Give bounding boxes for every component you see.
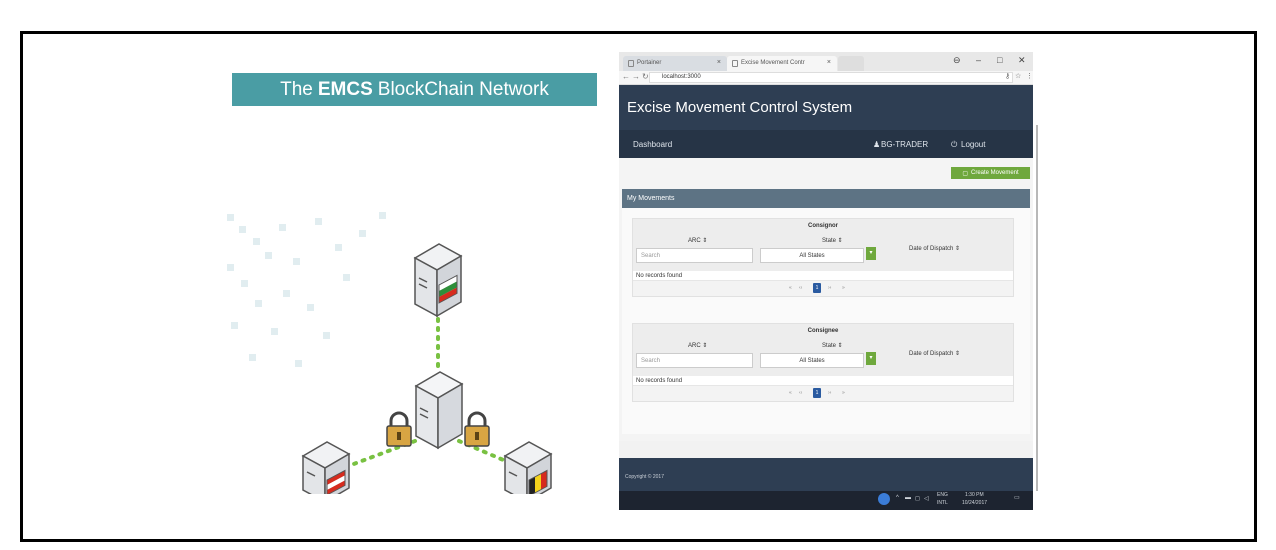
app-navbar: Dashboard ♟ BG-TRADER ⏻ Logout <box>619 130 1033 158</box>
col-state[interactable]: State ⇕ <box>822 343 843 349</box>
file-icon: ▢ <box>962 170 968 177</box>
page-1-button[interactable]: 1 <box>813 388 821 398</box>
table-header: Consignor ARC ⇕ State ⇕ Date of Dispatch… <box>633 219 1013 271</box>
chrome-taskbar-icon[interactable] <box>878 493 890 505</box>
paginator: « ‹‹ 1 ›› » <box>633 281 1013 296</box>
select-toggle-button[interactable]: ▾ <box>866 352 876 365</box>
scrollbar[interactable] <box>1036 125 1038 491</box>
col-arc[interactable]: ARC ⇕ <box>688 343 708 349</box>
page-1-button[interactable]: 1 <box>813 283 821 293</box>
create-movement-label: Create Movement <box>970 170 1019 176</box>
clock-time[interactable]: 1:30 PM <box>965 492 984 498</box>
tab-portainer[interactable]: Portainer × <box>623 56 727 71</box>
tab-close-icon[interactable]: × <box>716 59 721 66</box>
maximize-button[interactable]: □ <box>997 55 1003 65</box>
consignee-table: Consignee ARC ⇕ State ⇕ Date of Dispatch… <box>632 323 1014 402</box>
tab-label: Portainer <box>637 60 662 66</box>
first-page-button[interactable]: « <box>789 390 792 396</box>
close-window-button[interactable]: ✕ <box>1018 55 1026 65</box>
lang-indicator[interactable]: ENG <box>937 492 948 498</box>
app-footer: Copyright © 2017 <box>619 458 1033 491</box>
page-icon <box>732 60 738 67</box>
forward-icon[interactable]: → <box>632 72 640 81</box>
arc-search-input[interactable]: Search <box>636 353 753 368</box>
main-content: ▢ Create Movement My Movements Consignor… <box>619 158 1033 441</box>
col-date[interactable]: Date of Dispatch ⇕ <box>909 246 961 252</box>
nav-dashboard[interactable]: Dashboard <box>633 140 673 149</box>
copyright-text: Copyright © 2017 <box>625 474 664 480</box>
address-text: localhost:3000 <box>662 74 701 80</box>
select-toggle-button[interactable]: ▾ <box>866 247 876 260</box>
state-select[interactable]: All States <box>760 248 864 263</box>
empty-message: No records found <box>633 271 1013 281</box>
account-icon[interactable]: ⊖ <box>953 55 961 65</box>
browser-window: Portainer × Excise Movement Contr × ⊖ – … <box>619 52 1033 510</box>
address-bar[interactable]: localhost:3000 <box>649 72 1013 83</box>
app-title: Excise Movement Control System <box>627 99 853 116</box>
display-icon[interactable]: ◻ <box>915 496 920 502</box>
col-arc[interactable]: ARC ⇕ <box>688 238 708 244</box>
taskbar: ^ ▬ ◻ ◁ ENG INTL 1:30 PM 10/24/2017 ▭ <box>619 491 1033 510</box>
notifications-icon[interactable]: ▭ <box>1014 495 1020 501</box>
nav-logout[interactable]: Logout <box>961 140 986 149</box>
slide-title-pre: The <box>280 78 313 100</box>
table-header: Consignee ARC ⇕ State ⇕ Date of Dispatch… <box>633 324 1013 376</box>
video-frame: The EMCS BlockChain Network <box>20 31 1257 542</box>
tab-excise[interactable]: Excise Movement Contr × <box>727 56 837 71</box>
slide-title: The EMCS BlockChain Network <box>232 73 597 106</box>
lang-indicator-2[interactable]: INTL <box>937 500 948 506</box>
address-row: ← → ↻ localhost:3000 ⚷ ☆ ⋮ <box>619 71 1033 85</box>
star-icon[interactable]: ☆ <box>1015 73 1022 80</box>
server-be-icon <box>503 441 553 494</box>
col-date[interactable]: Date of Dispatch ⇕ <box>909 351 961 357</box>
tab-label: Excise Movement Contr <box>741 60 805 66</box>
last-page-button[interactable]: » <box>842 390 845 396</box>
user-icon: ♟ <box>873 140 881 149</box>
consignor-table: Consignor ARC ⇕ State ⇕ Date of Dispatch… <box>632 218 1014 297</box>
reload-icon[interactable]: ↻ <box>642 72 649 81</box>
menu-icon[interactable]: ⋮ <box>1026 73 1033 80</box>
col-state[interactable]: State ⇕ <box>822 238 843 244</box>
panel-title-text: My Movements <box>627 195 675 202</box>
tray-expand-icon[interactable]: ^ <box>896 495 899 501</box>
table-title: Consignor <box>808 223 838 229</box>
server-center-icon <box>414 371 464 450</box>
prev-page-button[interactable]: ‹‹ <box>799 285 803 291</box>
padlock-left-icon <box>386 411 412 447</box>
clock-date[interactable]: 10/24/2017 <box>962 500 988 506</box>
key-icon[interactable]: ⚷ <box>1005 73 1011 80</box>
minimize-button[interactable]: – <box>976 55 982 65</box>
volume-icon[interactable]: ◁ <box>924 496 929 502</box>
network-icon[interactable]: ▬ <box>905 495 911 501</box>
nav-user[interactable]: BG-TRADER <box>881 140 929 149</box>
new-tab-button[interactable] <box>838 56 864 71</box>
padlock-right-icon <box>464 411 490 447</box>
tab-close-icon[interactable]: × <box>826 59 831 66</box>
back-icon[interactable]: ← <box>622 72 630 81</box>
slide-title-bold: EMCS <box>317 78 373 100</box>
tab-strip: Portainer × Excise Movement Contr × ⊖ – … <box>619 52 1033 71</box>
create-movement-button[interactable]: ▢ Create Movement <box>951 167 1030 179</box>
table-title: Consignee <box>807 328 839 334</box>
next-page-button[interactable]: ›› <box>828 390 832 396</box>
favicon-icon <box>628 60 634 67</box>
network-diagram <box>227 212 553 494</box>
paginator: « ‹‹ 1 ›› » <box>633 386 1013 401</box>
server-at-icon <box>301 441 351 494</box>
empty-message: No records found <box>633 376 1013 386</box>
arc-search-input[interactable]: Search <box>636 248 753 263</box>
last-page-button[interactable]: » <box>842 285 845 291</box>
next-page-button[interactable]: ›› <box>828 285 832 291</box>
state-select[interactable]: All States <box>760 353 864 368</box>
panel-title: My Movements <box>622 189 1030 208</box>
app-header: Excise Movement Control System <box>619 85 1033 130</box>
power-icon: ⏻ <box>951 140 958 149</box>
prev-page-button[interactable]: ‹‹ <box>799 390 803 396</box>
first-page-button[interactable]: « <box>789 285 792 291</box>
server-bg-icon <box>413 243 463 318</box>
slide-title-post: BlockChain Network <box>377 78 549 100</box>
